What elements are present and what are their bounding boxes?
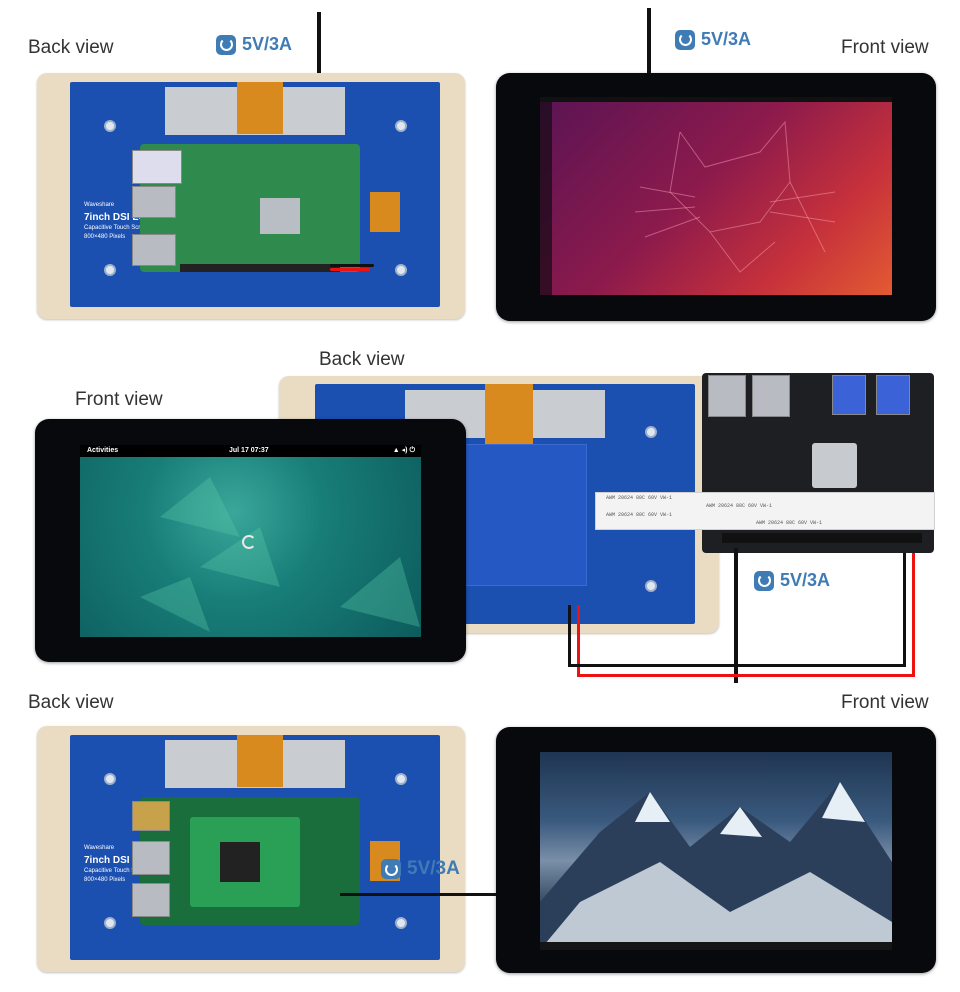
lcd-front-panel-3: [496, 727, 936, 973]
power-icon: [675, 29, 695, 50]
taskbar: [540, 942, 892, 950]
front-view-label-1: Front view: [841, 37, 929, 58]
ribbon-text-1: AWM 20624 80C 60V VW-1: [606, 495, 673, 501]
ribbon-text-4: AWM 20624 80C 60V VW-1: [756, 520, 823, 526]
back-view-label-2: Back view: [319, 349, 405, 370]
power-icon: [381, 859, 401, 879]
debian-swirl-icon: [242, 535, 256, 549]
usb-c-cable: [340, 893, 500, 896]
power-badge-1: 5V/3A: [216, 34, 292, 55]
lcd-front-panel-2: Activities Jul 17 07:37 ▲ ◂) ⏻: [35, 419, 466, 662]
pcb-sub1: Capacitive Touch Screen: [84, 225, 151, 231]
ubuntu-desktop: [540, 97, 892, 295]
ubuntu-dock-icon: [540, 102, 552, 295]
front-view-label-3: Front view: [841, 692, 929, 713]
compute-module-board: [132, 797, 360, 925]
pcb-brand: Waveshare: [84, 202, 115, 208]
usb-c-cable: [317, 12, 321, 104]
lcd-back-panel-3: Waveshare 7inch DSI LCD Capacitive Touch…: [37, 726, 465, 972]
power-badge-2: 5V/3A: [675, 29, 751, 50]
fpc-connector: [237, 735, 283, 787]
power-icon: [754, 570, 774, 591]
lcd-back-panel-1: Waveshare 7inch DSI LCD Capacitive Touch…: [37, 73, 465, 319]
ribbon-text-3: AWM 20624 80C 60V VW-1: [606, 512, 673, 518]
pcb-brand: Waveshare: [84, 845, 115, 851]
pcb-sub1: Capacitive Touch Screen: [84, 868, 151, 874]
front-view-label-2: Front view: [75, 389, 163, 410]
lcd-front-panel-1: [496, 73, 936, 321]
power-badge-4: 5V/3A: [381, 858, 460, 880]
gnome-top-bar: Activities Jul 17 07:37 ▲ ◂) ⏻: [80, 445, 421, 457]
usb-c-cable: [647, 8, 651, 74]
back-view-label-3: Back view: [28, 692, 114, 713]
pcb-board: Waveshare 7inch DSI LCD Capacitive Touch…: [70, 735, 440, 960]
raspberry-pi-board: [132, 144, 360, 272]
power-badge-3: 5V/3A: [754, 570, 830, 591]
back-view-label-1: Back view: [28, 37, 114, 58]
pcb-sub2: 800×480 Pixels: [84, 234, 126, 240]
fpc-connector: [237, 82, 283, 134]
ribbon-cable: AWM 20624 80C 60V VW-1 AWM 20624 80C 60V…: [595, 492, 935, 530]
power-icon: [216, 34, 236, 55]
pcb-title: 7inch DSI LCD: [84, 855, 153, 866]
power-label: 5V/3A: [780, 570, 831, 590]
ribbon-text-2: AWM 20624 80C 60V VW-1: [706, 503, 773, 509]
mountain-wallpaper: [540, 752, 892, 950]
clock-label[interactable]: Jul 17 07:37: [229, 447, 269, 454]
power-label: 5V/3A: [701, 29, 752, 49]
pcb-board: Waveshare 7inch DSI LCD Capacitive Touch…: [70, 82, 440, 307]
power-label: 5V/3A: [242, 34, 293, 54]
pcb-sub2: 800×480 Pixels: [84, 877, 126, 883]
fpc-connector: [485, 384, 533, 444]
system-tray[interactable]: ▲ ◂) ⏻: [392, 447, 415, 454]
debian-desktop: Activities Jul 17 07:37 ▲ ◂) ⏻: [80, 445, 421, 637]
usb-c-cable: [734, 548, 738, 683]
activities-button[interactable]: Activities: [87, 447, 119, 454]
flex-cable: [370, 192, 400, 232]
power-label: 5V/3A: [407, 858, 460, 879]
pcb-title: 7inch DSI LCD: [84, 212, 153, 223]
